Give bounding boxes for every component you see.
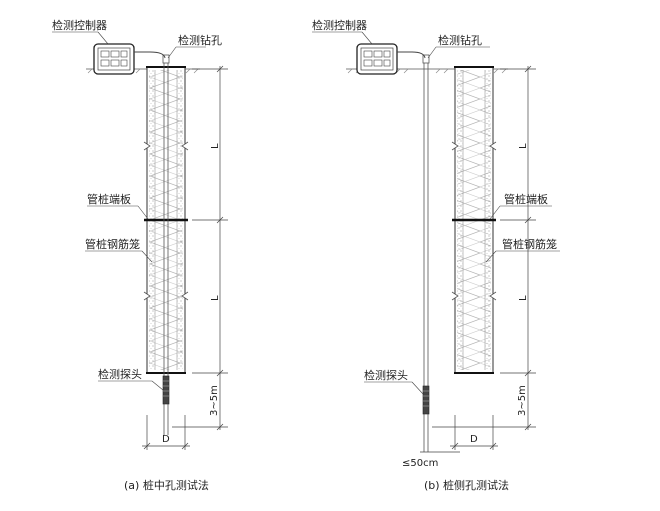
dim-depth-b: 3~5m xyxy=(517,385,528,416)
controller-box-b xyxy=(356,43,398,75)
dim-depth-a: 3~5m xyxy=(209,385,220,416)
label-end-plate-b: 管桩端板 xyxy=(504,192,548,206)
label-cage-a: 管桩钢筋笼 xyxy=(85,237,140,251)
label-probe-a: 检测探头 xyxy=(98,367,142,381)
label-controller-a: 检测控制器 xyxy=(52,18,107,32)
cable-a xyxy=(134,51,166,59)
cable-b xyxy=(397,51,426,59)
probe-a xyxy=(162,375,170,405)
dim-L-lower-a: L xyxy=(210,295,221,301)
label-controller-b: 检测控制器 xyxy=(312,18,367,32)
dim-L-lower-b: L xyxy=(518,295,529,301)
controller-box-a xyxy=(93,43,135,75)
dim-L-upper-a: L xyxy=(210,143,221,149)
label-cage-b: 管桩钢筋笼 xyxy=(502,237,557,251)
dim-L-upper-b: L xyxy=(518,143,529,149)
dim-D-a: D xyxy=(162,434,170,445)
caption-a: (a) 桩中孔测试法 xyxy=(124,478,209,492)
label-end-plate-a: 管桩端板 xyxy=(87,192,131,206)
dim-offset-b: ≤50cm xyxy=(402,458,438,469)
caption-b: (b) 桩侧孔测试法 xyxy=(424,478,509,492)
label-drill-hole-a: 检测钻孔 xyxy=(178,33,222,47)
label-drill-hole-b: 检测钻孔 xyxy=(438,33,482,47)
diagram-b xyxy=(312,31,560,453)
dim-D-b: D xyxy=(470,434,478,445)
probe-b xyxy=(422,385,430,415)
diagram-a xyxy=(52,31,228,450)
label-probe-b: 检测探头 xyxy=(364,368,408,382)
